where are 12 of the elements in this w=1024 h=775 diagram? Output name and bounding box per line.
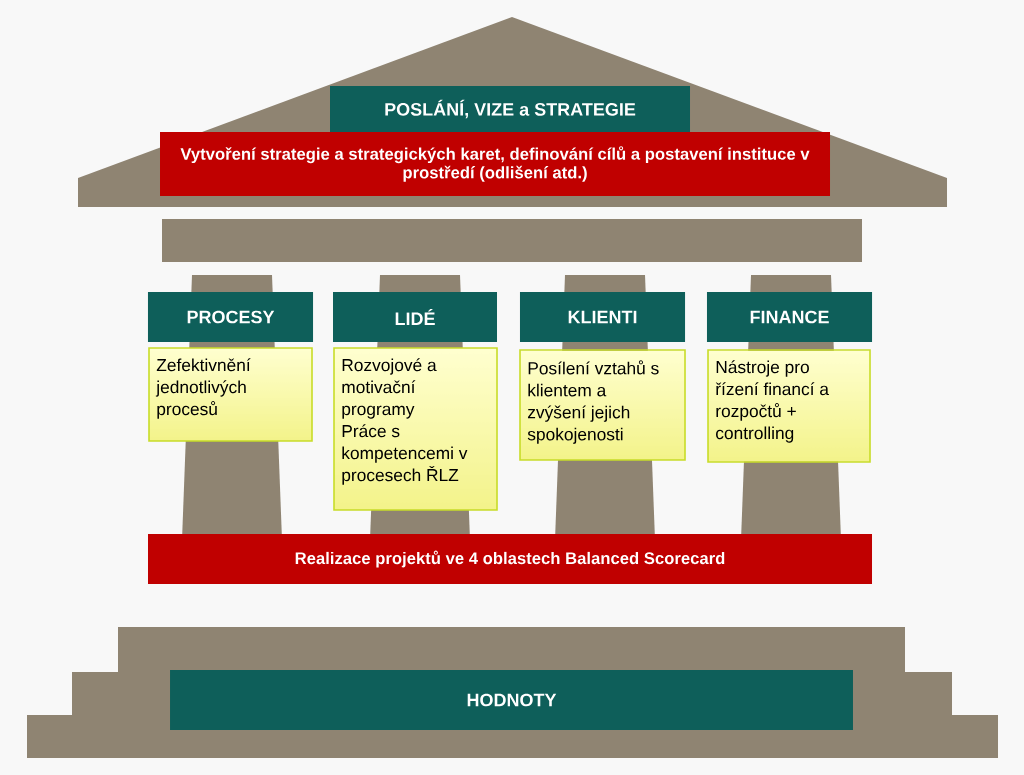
pillar-heading-box: PROCESY	[147, 292, 314, 342]
heading-box: POSLÁNÍ, VIZE a STRATEGIE	[330, 86, 690, 132]
banner-box: Vytvoření strategie a strategických karet, definování cílů a postavení instituce v prostředí (odlišení atd.)	[160, 132, 830, 196]
pillar-heading-box: KLIENTI	[519, 292, 686, 342]
pillar-heading-box: FINANCE	[706, 292, 873, 342]
note-box: Zefektivnění jednotlivých procesů	[148, 347, 313, 442]
note-box: Nástroje pro řízení financí a rozpočtů + controlling	[707, 349, 871, 463]
foundation-box: HODNOTY	[170, 670, 853, 730]
note-box: Posílení vztahů s klientem a zvýšení jejich spokojenosti	[519, 349, 686, 461]
banner-box: Realizace projektů ve 4 oblastech Balanced Scorecard	[148, 534, 872, 584]
pillar-heading-box: LIDÉ	[333, 292, 497, 342]
note-box: Rozvojové a motivační programy Práce s kompetencemi v procesech ŘLZ	[333, 347, 498, 511]
